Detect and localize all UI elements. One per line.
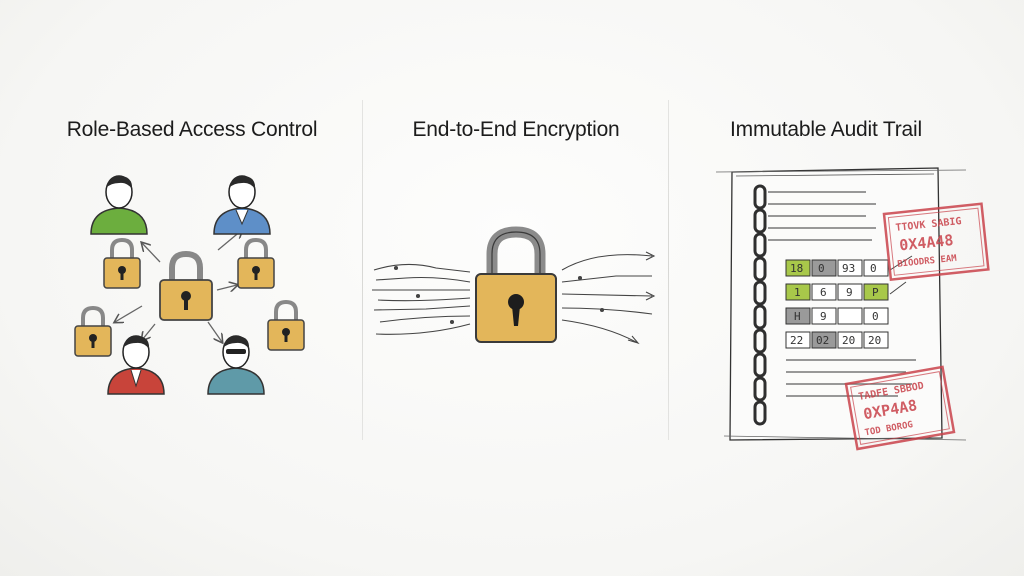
user-icon — [207, 335, 265, 395]
encryption-diagram — [372, 226, 656, 345]
user-icon — [107, 335, 165, 395]
ledger-cell: 0 — [870, 262, 877, 275]
padlock-icon — [237, 237, 275, 289]
panel-title: Role-Based Access Control — [66, 118, 318, 141]
ledger-table: 18 0 93 0 1 6 9 P H 9 0 — [785, 255, 913, 349]
panel-divider — [668, 100, 669, 440]
padlock-icon — [267, 299, 305, 351]
padlock-icon — [74, 305, 112, 357]
panel-encryption: End-to-End Encryption — [366, 110, 666, 450]
user-icon — [90, 175, 148, 235]
audit-diagram: 18 0 93 0 1 6 9 P H 9 0 — [715, 167, 990, 451]
ledger-cell: 0 — [872, 310, 879, 323]
arrows — [115, 230, 242, 342]
padlock-icon — [159, 250, 213, 321]
ledger-cell: H — [794, 310, 801, 323]
ledger-cell: 18 — [790, 262, 803, 275]
ledger-cell: 9 — [820, 310, 827, 323]
panel-audit: Immutable Audit Trail — [676, 110, 990, 451]
data-streams-out — [561, 251, 656, 345]
padlock-icon — [475, 226, 557, 343]
ledger-cell: P — [872, 286, 879, 299]
panel-rbac: Role-Based Access Control — [42, 110, 342, 450]
ledger-cell: 93 — [842, 262, 855, 275]
ledger-cell: 0 — [818, 262, 825, 275]
ledger-cell: 22 — [790, 334, 803, 347]
panel-title: End-to-End Encryption — [412, 118, 620, 141]
ledger-cell: 1 — [794, 286, 801, 299]
padlock-icon — [103, 237, 141, 289]
user-icon — [213, 175, 271, 235]
panel-title: Immutable Audit Trail — [730, 118, 922, 141]
rbac-diagram — [74, 175, 305, 395]
ledger-cell: 20 — [842, 334, 855, 347]
chain-icon — [753, 184, 767, 426]
panel-divider — [362, 100, 363, 440]
data-streams-in — [372, 263, 471, 335]
ledger-cell: 6 — [820, 286, 827, 299]
ledger-cell: 02 — [816, 334, 829, 347]
ledger-cell: 9 — [846, 286, 853, 299]
ledger-cell: 20 — [868, 334, 881, 347]
stamp-text: 0X4A48 — [898, 231, 954, 255]
